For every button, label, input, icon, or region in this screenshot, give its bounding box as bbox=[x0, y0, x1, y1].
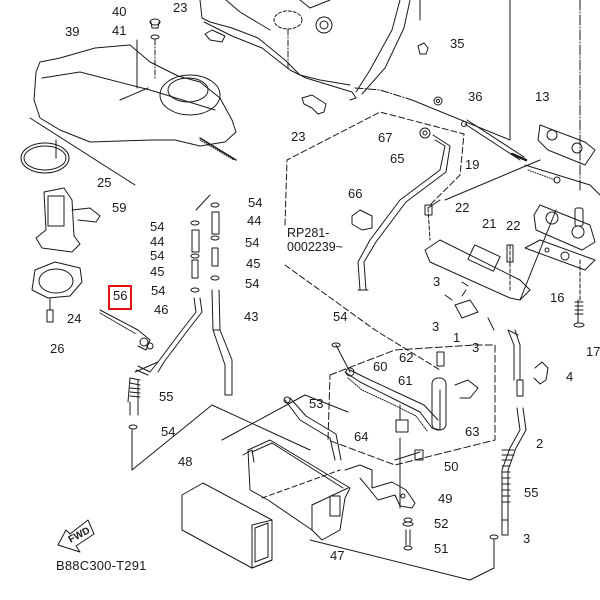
callout-17[interactable]: 17 bbox=[586, 344, 600, 359]
callout-13[interactable]: 13 bbox=[535, 89, 550, 104]
drawing-code: B88C300-T291 bbox=[56, 558, 147, 573]
callout-23-mid[interactable]: 23 bbox=[291, 129, 306, 144]
callout-3-b[interactable]: 3 bbox=[432, 319, 440, 334]
callout-25[interactable]: 25 bbox=[97, 175, 112, 190]
callout-54-c[interactable]: 54 bbox=[245, 235, 260, 250]
callout-54-h[interactable]: 54 bbox=[161, 424, 176, 439]
callout-40[interactable]: 40 bbox=[112, 4, 127, 19]
cap-part bbox=[136, 18, 161, 89]
callout-64[interactable]: 64 bbox=[354, 429, 369, 444]
hose-53-part bbox=[283, 396, 342, 461]
washer-36-part bbox=[433, 96, 443, 106]
callout-19[interactable]: 19 bbox=[465, 157, 480, 172]
fitting-1-part bbox=[444, 281, 495, 331]
clip-54-part bbox=[331, 342, 341, 348]
callout-54-e[interactable]: 54 bbox=[245, 276, 260, 291]
hose-2-part bbox=[309, 329, 527, 581]
cover-48-part bbox=[181, 482, 273, 569]
sender-56-part bbox=[99, 309, 154, 351]
callout-36[interactable]: 36 bbox=[468, 89, 483, 104]
fuel-pump-59-part bbox=[20, 139, 101, 253]
callout-41[interactable]: 41 bbox=[112, 23, 127, 38]
callout-66[interactable]: 66 bbox=[348, 186, 363, 201]
callout-54-g[interactable]: 54 bbox=[333, 309, 348, 324]
callout-56-highlighted[interactable]: 56 bbox=[108, 285, 133, 310]
clip-23-parts bbox=[204, 29, 327, 115]
callout-3-c[interactable]: 3 bbox=[472, 340, 480, 355]
callout-1[interactable]: 1 bbox=[453, 330, 461, 345]
callout-50[interactable]: 50 bbox=[444, 459, 459, 474]
hose-46-part bbox=[127, 297, 311, 471]
callout-54-a[interactable]: 54 bbox=[248, 195, 263, 210]
callout-49[interactable]: 49 bbox=[438, 491, 453, 506]
callout-4[interactable]: 4 bbox=[566, 369, 574, 384]
hose-65-part bbox=[357, 127, 451, 291]
callout-22-b[interactable]: 22 bbox=[506, 218, 521, 233]
fwd-arrow bbox=[57, 519, 95, 553]
callout-55-a[interactable]: 55 bbox=[159, 389, 174, 404]
callout-24[interactable]: 24 bbox=[67, 311, 82, 326]
callout-21[interactable]: 21 bbox=[482, 216, 497, 231]
callout-55-b[interactable]: 55 bbox=[524, 485, 539, 500]
callout-65[interactable]: 65 bbox=[390, 151, 405, 166]
callout-62[interactable]: 62 bbox=[399, 350, 414, 365]
clamp-4-part bbox=[533, 361, 549, 385]
callout-3-d[interactable]: 3 bbox=[523, 531, 531, 546]
callout-23-top[interactable]: 23 bbox=[173, 0, 188, 15]
canister-47-part bbox=[242, 439, 351, 541]
callout-44-a[interactable]: 44 bbox=[247, 213, 262, 228]
clip-66-part bbox=[351, 209, 373, 231]
callout-53[interactable]: 53 bbox=[309, 396, 324, 411]
callout-54-d[interactable]: 54 bbox=[150, 248, 165, 263]
callout-43[interactable]: 43 bbox=[244, 309, 259, 324]
callout-2[interactable]: 2 bbox=[536, 436, 544, 451]
callout-26[interactable]: 26 bbox=[50, 341, 65, 356]
breather-assembly-parts bbox=[327, 344, 496, 466]
callout-39[interactable]: 39 bbox=[65, 24, 80, 39]
callout-22-a[interactable]: 22 bbox=[455, 200, 470, 215]
callout-61[interactable]: 61 bbox=[398, 373, 413, 388]
nut-35-part bbox=[417, 42, 429, 55]
callout-51[interactable]: 51 bbox=[434, 541, 449, 556]
fuel-tank-part bbox=[29, 44, 237, 186]
bracket-21-part bbox=[424, 159, 557, 301]
callout-35[interactable]: 35 bbox=[450, 36, 465, 51]
callout-45-b[interactable]: 45 bbox=[150, 264, 165, 279]
callout-47[interactable]: 47 bbox=[330, 548, 345, 563]
callout-48[interactable]: 48 bbox=[178, 454, 193, 469]
serial-range-note: RP281- 0002239~ bbox=[287, 226, 343, 254]
callout-3-a[interactable]: 3 bbox=[433, 274, 441, 289]
hose-stack-parts bbox=[190, 194, 233, 396]
callout-54-f[interactable]: 54 bbox=[151, 283, 166, 298]
serial-boundary bbox=[284, 111, 465, 226]
callout-67[interactable]: 67 bbox=[378, 130, 393, 145]
callout-59[interactable]: 59 bbox=[112, 200, 127, 215]
bracket-49-part bbox=[344, 437, 424, 551]
callout-16[interactable]: 16 bbox=[550, 290, 565, 305]
callout-45-a[interactable]: 45 bbox=[246, 256, 261, 271]
callout-46[interactable]: 46 bbox=[154, 302, 169, 317]
callout-52[interactable]: 52 bbox=[434, 516, 449, 531]
callout-63[interactable]: 63 bbox=[465, 424, 480, 439]
mount-13-part bbox=[524, 0, 600, 328]
callout-44-b[interactable]: 44 bbox=[150, 234, 165, 249]
flange-24-part bbox=[31, 261, 83, 323]
body-frame-part bbox=[199, 0, 421, 101]
callout-54-b[interactable]: 54 bbox=[150, 219, 165, 234]
callout-60[interactable]: 60 bbox=[373, 359, 388, 374]
bolt-19-part bbox=[461, 119, 528, 162]
